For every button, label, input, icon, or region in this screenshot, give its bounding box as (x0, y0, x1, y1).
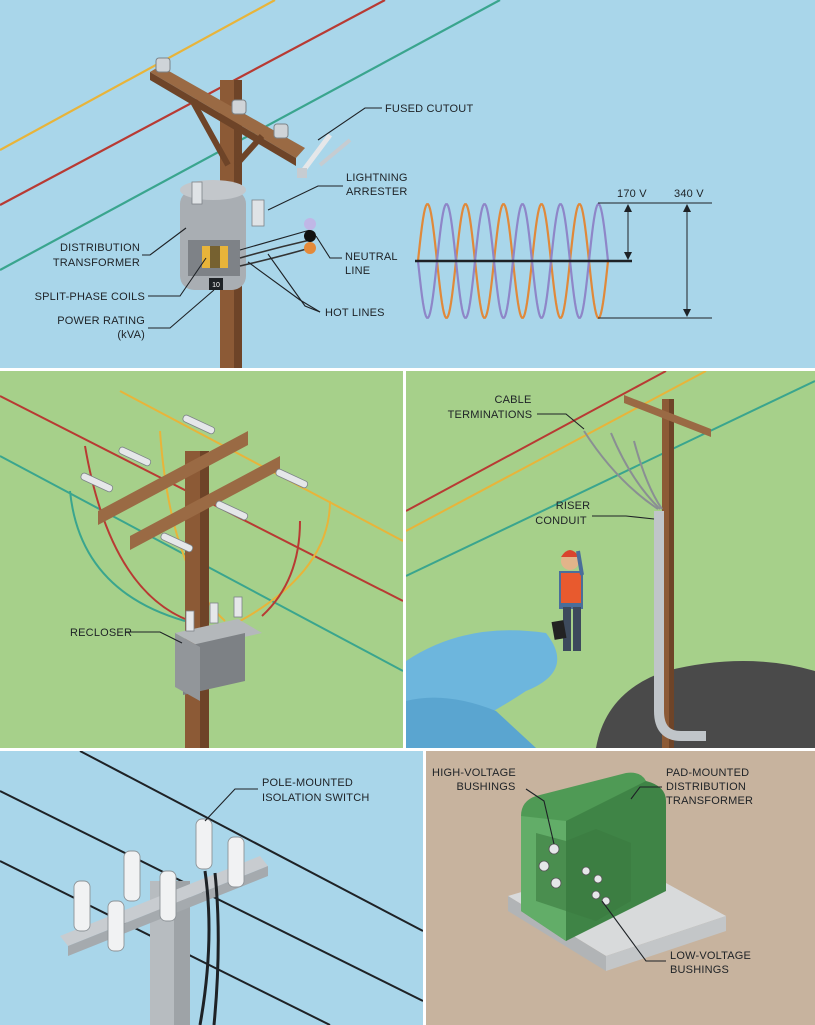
label-neutral-line-2: LINE (345, 265, 370, 277)
leader-line (525, 788, 555, 845)
label-high-voltage-bushings-2: BUSHINGS (456, 781, 515, 793)
label-fused-cutout: FUSED CUTOUT (385, 103, 473, 115)
label-low-voltage-bushings-2: BUSHINGS (670, 964, 729, 976)
distribution-transformer: 10 (180, 180, 265, 290)
label-riser-conduit: RISER (556, 500, 591, 512)
safety-vest (561, 573, 581, 603)
leader-line (592, 515, 655, 520)
label-hot-lines: HOT LINES (325, 307, 385, 319)
label-power-rating: POWER RATING (57, 315, 145, 327)
label-lightning-arrester-2: ARRESTER (346, 186, 408, 198)
label-pad-mounted: PAD-MOUNTED (666, 767, 749, 779)
label-lightning-arrester: LIGHTNING (346, 172, 408, 184)
label-split-phase-coils: SPLIT-PHASE COILS (35, 291, 145, 303)
leader-lines (142, 107, 382, 329)
split-phase-waveform: 170 V 340 V (415, 188, 712, 319)
leader-line (126, 631, 183, 644)
leader-line (204, 788, 258, 822)
riser-panel: CABLE TERMINATIONS RISER CONDUIT (406, 371, 815, 748)
label-distribution: DISTRIBUTION (666, 781, 746, 793)
sky-background (0, 0, 815, 368)
label-cable-terminations-2: TERMINATIONS (448, 409, 533, 421)
recloser (175, 596, 262, 701)
recloser-panel: RECLOSER (0, 371, 403, 748)
label-340v: 340 V (674, 188, 704, 200)
svg-text:10: 10 (212, 282, 220, 289)
transformer-panel: 10 FUSED CUTOUT LIGHTNING ARRESTER DISTR… (0, 0, 815, 368)
insulator (80, 414, 309, 553)
label-riser-conduit-2: CONDUIT (535, 515, 587, 527)
label-recloser: RECLOSER (70, 627, 132, 639)
hot-line-terminal (304, 242, 316, 254)
label-low-voltage-bushings: LOW-VOLTAGE (670, 950, 751, 962)
label-isolation-switch: ISOLATION SWITCH (262, 792, 370, 804)
label-distribution-transformer-2: TRANSFORMER (53, 257, 140, 269)
neutral-terminal (304, 230, 316, 242)
power-rating-badge (209, 278, 223, 290)
label-pole-mounted: POLE-MOUNTED (262, 777, 353, 789)
hot-line-terminal (304, 218, 316, 230)
label-neutral-line: NEUTRAL (345, 251, 398, 263)
high-voltage-bushings (538, 843, 562, 889)
excavation-mound (596, 661, 815, 748)
phase-line-yellow (0, 0, 276, 151)
label-power-rating-unit: (kVA) (117, 329, 145, 341)
leader-line (537, 413, 585, 430)
cable-terminations (583, 430, 663, 510)
hard-hat (561, 550, 579, 557)
crossarm (98, 431, 248, 525)
utility-worker (551, 550, 584, 651)
isolation-switch (73, 818, 245, 952)
pad-panel: HIGH-VOLTAGE BUSHINGS PAD-MOUNTED DISTRI… (426, 751, 815, 1025)
crossarm (130, 456, 280, 550)
label-distribution-transformer: DISTRIBUTION (60, 242, 140, 254)
label-transformer: TRANSFORMER (666, 795, 753, 807)
insulator (155, 57, 289, 139)
label-cable-terminations: CABLE (494, 394, 531, 406)
label-high-voltage-bushings: HIGH-VOLTAGE (432, 767, 516, 779)
leader-line (601, 900, 666, 962)
fused-cutout (297, 133, 352, 178)
label-170v: 170 V (617, 188, 647, 200)
riser-conduit (654, 511, 664, 711)
crossarm (150, 66, 305, 158)
leader-line (630, 786, 662, 800)
crossarm (624, 395, 711, 437)
switch-panel: POLE-MOUNTED ISOLATION SWITCH (0, 751, 423, 1025)
